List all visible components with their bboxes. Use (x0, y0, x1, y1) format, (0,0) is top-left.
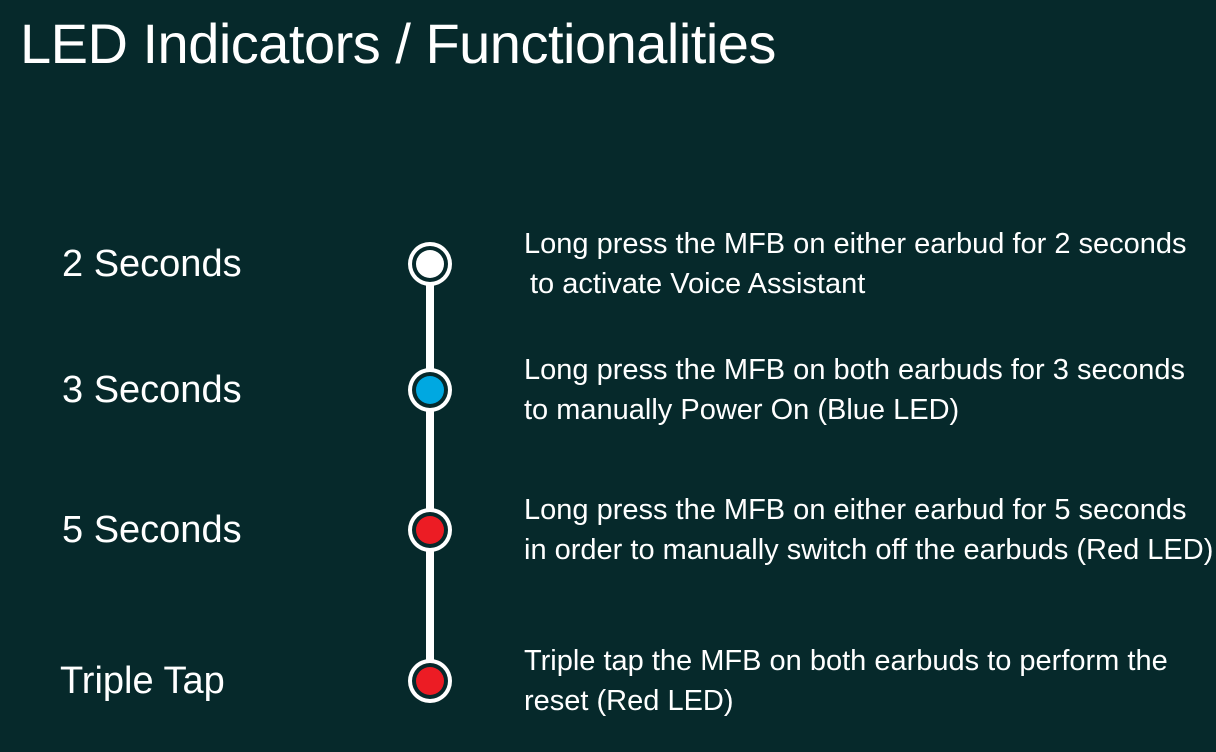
led-core (416, 250, 444, 278)
description-3-seconds: Long press the MFB on both earbuds for 3… (524, 350, 1214, 430)
led-core (416, 376, 444, 404)
description-line-2: to manually Power On (Blue LED) (524, 394, 960, 426)
led-core (416, 516, 444, 544)
description-triple-tap: Triple tap the MFB on both earbuds to pe… (524, 641, 1214, 721)
led-circle-white-icon (408, 242, 452, 286)
led-circle-red-icon (408, 659, 452, 703)
description-line-2: to activate Voice Assistant (530, 268, 866, 300)
description-line-1: Long press the MFB on either earbud for … (524, 228, 1187, 260)
trigger-label-2-seconds: 2 Seconds (62, 243, 242, 285)
trigger-label-3-seconds: 3 Seconds (62, 369, 242, 411)
led-core (416, 667, 444, 695)
description-line-2: in order to manually switch off the earb… (524, 534, 1214, 566)
page-title: LED Indicators / Functionalities (20, 12, 776, 75)
led-circle-red-icon (408, 508, 452, 552)
description-line-1: Triple tap the MFB on both earbuds to pe… (524, 645, 1168, 677)
trigger-label-triple-tap: Triple Tap (60, 660, 225, 702)
led-circle-blue-icon (408, 368, 452, 412)
description-line-1: Long press the MFB on either earbud for … (524, 494, 1187, 526)
description-5-seconds: Long press the MFB on either earbud for … (524, 490, 1214, 570)
timeline-connector-line (426, 264, 434, 681)
description-line-2: reset (Red LED) (524, 685, 734, 717)
trigger-label-5-seconds: 5 Seconds (62, 509, 242, 551)
description-2-seconds: Long press the MFB on either earbud for … (524, 224, 1214, 304)
description-line-1: Long press the MFB on both earbuds for 3… (524, 354, 1185, 386)
